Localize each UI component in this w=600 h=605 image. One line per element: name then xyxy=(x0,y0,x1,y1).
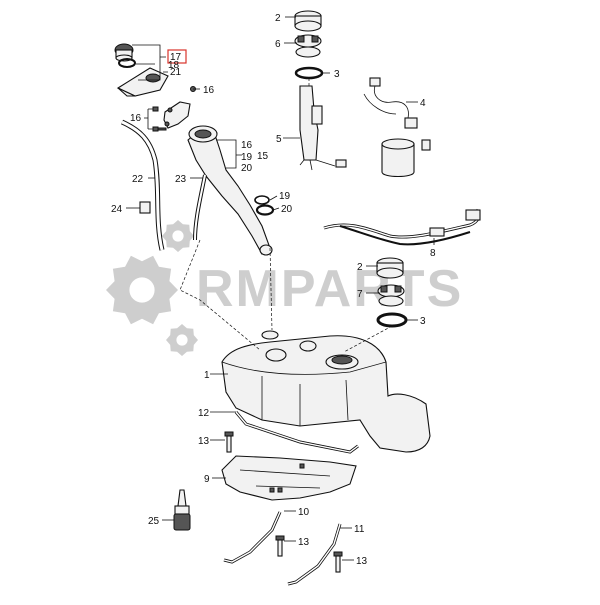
tank-strap-11[interactable] xyxy=(287,523,342,586)
level-sender[interactable] xyxy=(299,85,347,171)
callout-5: 5 xyxy=(276,134,282,145)
fuel-tank[interactable] xyxy=(221,330,431,453)
sealant-bottle[interactable] xyxy=(173,489,191,531)
lock-ring-top[interactable] xyxy=(294,10,322,32)
callout-11: 11 xyxy=(354,524,365,535)
bolt-13a[interactable] xyxy=(224,431,234,453)
watermark-logo: RMPARTS xyxy=(106,220,463,356)
callout-19b: 19 xyxy=(279,191,291,202)
callout-20b: 20 xyxy=(281,204,293,215)
seal-ring-top[interactable] xyxy=(294,66,324,80)
lock-ring-lower[interactable] xyxy=(376,257,404,279)
callout-19a: 19 xyxy=(241,152,253,163)
callout-3b: 3 xyxy=(420,316,426,327)
callout-7: 7 xyxy=(357,289,363,300)
callout-2: 2 xyxy=(275,13,281,24)
vent-line[interactable] xyxy=(193,174,207,241)
seal-20[interactable] xyxy=(255,204,275,216)
callouts: 2 6 3 4 5 17 18 21 16 16 17 16 19 20 15 … xyxy=(111,13,436,567)
leader-lines xyxy=(126,16,435,561)
bolt-13b[interactable] xyxy=(275,535,285,557)
callout-14: 15 xyxy=(257,151,269,162)
filler-neck[interactable] xyxy=(187,125,273,256)
gear-hole xyxy=(176,334,188,346)
fuel-pump[interactable] xyxy=(363,77,431,178)
sender-flange-top[interactable] xyxy=(294,34,322,58)
hose-clip[interactable] xyxy=(139,201,151,214)
highlight-box xyxy=(167,49,187,64)
callout-21: 21 xyxy=(170,67,182,78)
callout-25: 25 xyxy=(148,516,160,527)
sender-flange-lower[interactable] xyxy=(377,284,405,307)
assembly-guides xyxy=(179,78,393,353)
callout-1: 1 xyxy=(204,370,210,381)
bolt-13c[interactable] xyxy=(333,551,343,573)
callout-13a: 13 xyxy=(198,436,210,447)
callout-3: 3 xyxy=(334,69,340,80)
callout-6: 6 xyxy=(275,39,281,50)
callout-8: 8 xyxy=(430,248,436,259)
callout-13b: 13 xyxy=(298,537,310,548)
gear-hole xyxy=(172,230,184,242)
watermark-text: RMPARTS xyxy=(196,260,463,318)
filler-bracket[interactable] xyxy=(163,86,196,129)
callout-15: 16 xyxy=(203,85,215,96)
breather-hose[interactable] xyxy=(120,119,165,251)
callout-4: 4 xyxy=(420,98,426,109)
callout-23: 23 xyxy=(175,174,187,185)
filler-housing-21[interactable] xyxy=(116,67,169,97)
callout-18: 18 xyxy=(168,60,180,71)
fuel-line-assembly[interactable] xyxy=(323,208,481,246)
gear-icon xyxy=(106,255,178,325)
gear-icon xyxy=(166,324,198,356)
callout-24: 24 xyxy=(111,204,123,215)
tank-strap-12[interactable] xyxy=(234,411,359,454)
callout-16: 16 xyxy=(241,140,253,151)
callout-9: 9 xyxy=(204,474,210,485)
callout-16a: 16 xyxy=(130,113,142,124)
callout-2b: 2 xyxy=(357,262,363,273)
cap-seal-ring[interactable] xyxy=(118,58,136,68)
filler-cap[interactable] xyxy=(114,43,134,62)
callout-12: 12 xyxy=(198,408,210,419)
gear-hole xyxy=(129,277,155,303)
callout-22: 22 xyxy=(132,174,144,185)
gear-icon xyxy=(162,220,194,252)
tank-strap-10[interactable] xyxy=(223,511,282,564)
callout-13c: 13 xyxy=(356,556,368,567)
callout-10: 10 xyxy=(298,507,310,518)
heat-shield[interactable] xyxy=(221,455,357,501)
seal-19[interactable] xyxy=(254,195,270,205)
callout-17: 17 xyxy=(170,52,182,63)
callout-20a: 20 xyxy=(241,163,253,174)
